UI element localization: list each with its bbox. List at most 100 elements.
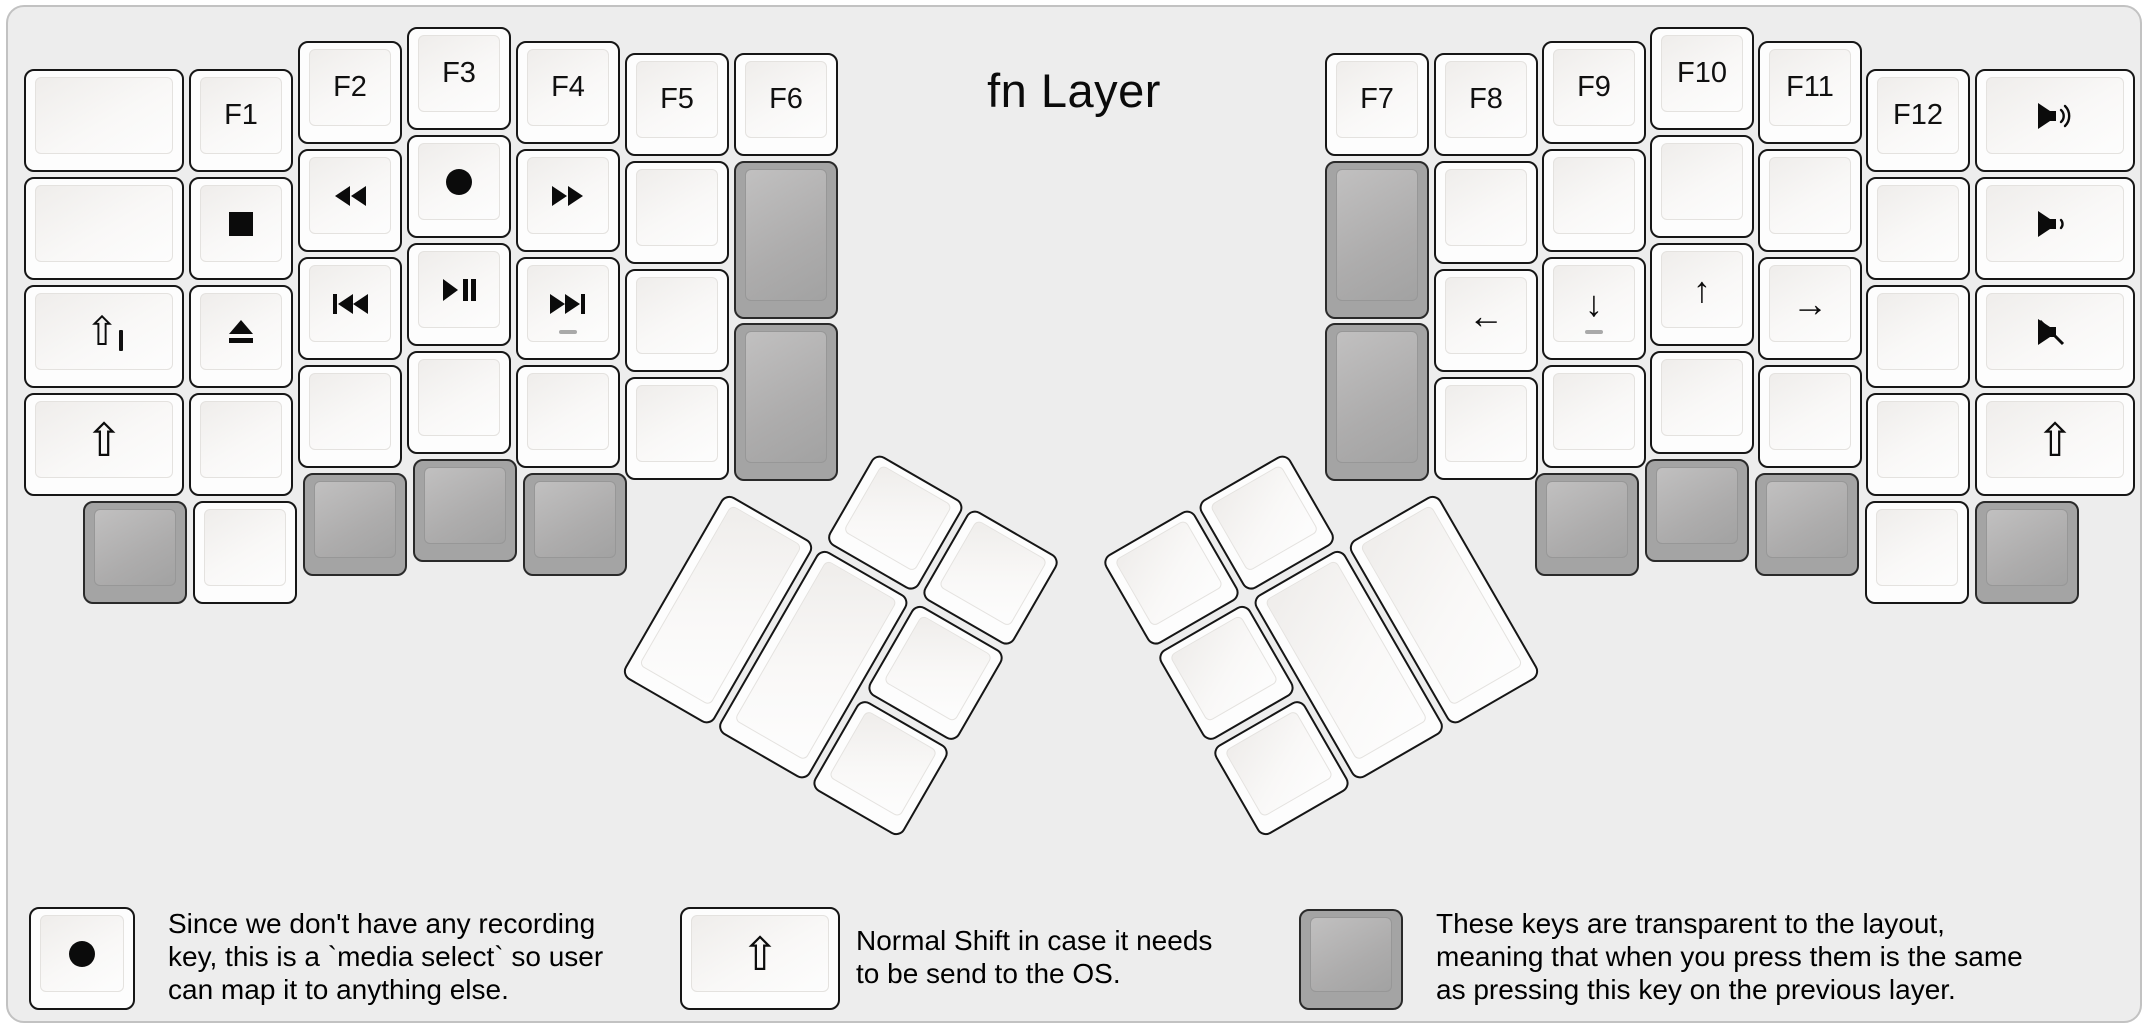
keycap-surface xyxy=(1553,157,1635,234)
key-arrow-down[interactable]: ↓ xyxy=(1542,257,1646,360)
key-transparent[interactable] xyxy=(1975,501,2079,604)
key-label: F12 xyxy=(1893,99,1943,131)
key-transparent[interactable] xyxy=(1325,161,1429,319)
key-shift-left[interactable]: ⇧ xyxy=(24,393,184,496)
keycap-surface xyxy=(527,373,609,450)
arrow-down-icon: ↓ xyxy=(1585,282,1603,324)
keycap-surface xyxy=(40,915,124,992)
key-blank[interactable] xyxy=(1434,377,1538,480)
key-blank[interactable] xyxy=(516,365,620,468)
keycap-surface: F6 xyxy=(745,61,827,138)
key-blank[interactable] xyxy=(1542,365,1646,468)
key-transparent[interactable] xyxy=(1645,459,1749,562)
key-transparent[interactable] xyxy=(1755,473,1859,576)
key-next-track[interactable] xyxy=(516,257,620,360)
key-blank[interactable] xyxy=(1866,285,1970,388)
key-f11[interactable]: F11 xyxy=(1758,41,1862,144)
key-blank[interactable] xyxy=(407,351,511,454)
keycap-surface xyxy=(418,251,500,328)
legend-note-line: Since we don't have any recording xyxy=(168,908,596,939)
key-volume-up[interactable] xyxy=(1975,69,2135,172)
keycap-surface: F1 xyxy=(200,77,282,154)
key-volume-down[interactable] xyxy=(1975,177,2135,280)
key-stop[interactable] xyxy=(189,177,293,280)
key-f4[interactable]: F4 xyxy=(516,41,620,144)
key-eject[interactable] xyxy=(189,285,293,388)
key-transparent[interactable] xyxy=(1535,473,1639,576)
key-blank[interactable] xyxy=(1650,351,1754,454)
volume-up-icon xyxy=(2038,102,2071,129)
key-transparent[interactable] xyxy=(83,501,187,604)
legend-note: These keys are transparent to the layout… xyxy=(1436,907,2023,1006)
key-rewind[interactable] xyxy=(298,149,402,252)
key-f1[interactable]: F1 xyxy=(189,69,293,172)
key-record[interactable] xyxy=(407,135,511,238)
key-transparent[interactable] xyxy=(523,473,627,576)
key-f6[interactable]: F6 xyxy=(734,53,838,156)
key-blank[interactable] xyxy=(1758,149,1862,252)
key-blank[interactable] xyxy=(1758,365,1862,468)
legend-note-line: meaning that when you press them is the … xyxy=(1436,941,2023,972)
key-shift-right[interactable]: ⇧ xyxy=(1975,393,2135,496)
keycap-surface: F7 xyxy=(1336,61,1418,138)
keycap-surface xyxy=(1877,185,1959,262)
key-transparent[interactable] xyxy=(413,459,517,562)
key-blank[interactable] xyxy=(625,269,729,372)
keycap-surface: ⇧ xyxy=(1986,401,2124,478)
key-blank[interactable] xyxy=(1866,393,1970,496)
key-transparent[interactable] xyxy=(734,323,838,481)
key-transparent[interactable] xyxy=(1325,323,1429,481)
key-arrow-left[interactable]: ← xyxy=(1434,269,1538,372)
key-f12[interactable]: F12 xyxy=(1866,69,1970,172)
key-blank[interactable] xyxy=(24,69,184,172)
keycap-surface xyxy=(843,464,953,573)
key-f7[interactable]: F7 xyxy=(1325,53,1429,156)
key-blank[interactable] xyxy=(1650,135,1754,238)
key-f2[interactable]: F2 xyxy=(298,41,402,144)
key-caps-shift[interactable]: ⇧ xyxy=(24,285,184,388)
key-blank[interactable] xyxy=(625,377,729,480)
keycap-surface: F2 xyxy=(309,49,391,126)
keycap-surface: F11 xyxy=(1769,49,1851,126)
key-mute[interactable] xyxy=(1975,285,2135,388)
key-blank[interactable] xyxy=(298,365,402,468)
key-play-pause[interactable] xyxy=(407,243,511,346)
key-transparent[interactable] xyxy=(734,161,838,319)
keycap-surface xyxy=(309,373,391,450)
keycap-surface: F12 xyxy=(1877,77,1959,154)
key-transparent[interactable] xyxy=(303,473,407,576)
key-f3[interactable]: F3 xyxy=(407,27,511,130)
keycap-surface xyxy=(1445,169,1527,246)
key-f9[interactable]: F9 xyxy=(1542,41,1646,144)
key-f10[interactable]: F10 xyxy=(1650,27,1754,130)
legend-note-line: These keys are transparent to the layout… xyxy=(1436,908,1945,939)
keycap-surface xyxy=(35,185,173,262)
key-blank[interactable] xyxy=(625,161,729,264)
record-icon xyxy=(446,168,472,195)
key-f5[interactable]: F5 xyxy=(625,53,729,156)
record-icon xyxy=(69,940,95,967)
key-blank[interactable] xyxy=(1865,501,1969,604)
keycap-surface: ↑ xyxy=(1661,251,1743,328)
key-arrow-up[interactable]: ↑ xyxy=(1650,243,1754,346)
key-arrow-right[interactable]: → xyxy=(1758,257,1862,360)
keycap-surface xyxy=(1445,385,1527,462)
key-label: F1 xyxy=(224,99,258,131)
key-blank[interactable] xyxy=(1434,161,1538,264)
key-label: F7 xyxy=(1360,83,1394,115)
keycap-surface xyxy=(309,157,391,234)
key-blank[interactable] xyxy=(189,393,293,496)
key-label: F4 xyxy=(551,71,585,103)
key-blank[interactable] xyxy=(1542,149,1646,252)
key-f8[interactable]: F8 xyxy=(1434,53,1538,156)
key-prev-track[interactable] xyxy=(298,257,402,360)
key-blank[interactable] xyxy=(193,501,297,604)
keycap-surface xyxy=(883,614,993,723)
key-fast-forward[interactable] xyxy=(516,149,620,252)
key-blank[interactable] xyxy=(24,177,184,280)
key-blank[interactable] xyxy=(1866,177,1970,280)
keycap-surface xyxy=(636,385,718,462)
